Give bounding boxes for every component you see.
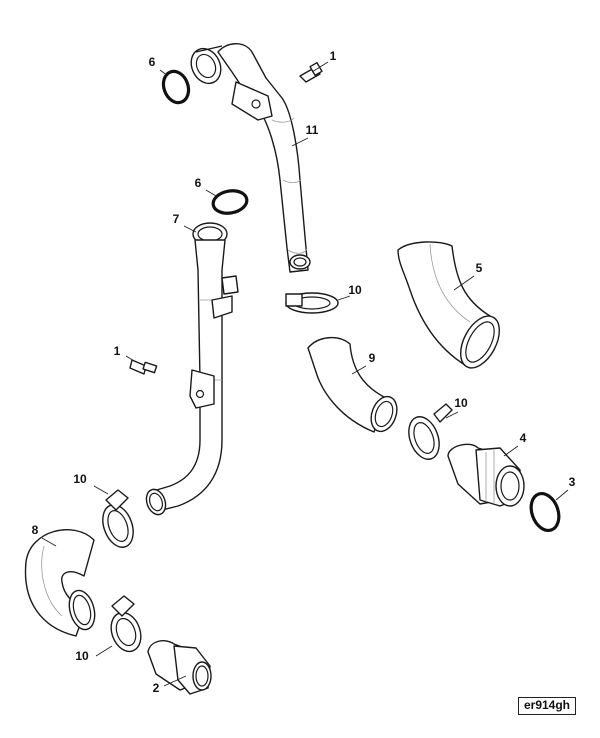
clamp-part-10-upper <box>285 292 339 314</box>
callout-2: 2 <box>153 681 160 695</box>
pipe-part-11 <box>190 43 311 273</box>
clamp-part-10-left-lower <box>110 595 142 653</box>
callout-7: 7 <box>173 212 180 226</box>
callout-1: 1 <box>114 344 121 358</box>
fitting-part-4 <box>447 443 525 507</box>
callout-11: 11 <box>306 123 319 137</box>
hose-part-8 <box>24 528 96 637</box>
callout-10: 10 <box>348 283 362 297</box>
callout-1: 1 <box>330 49 337 63</box>
callout-8: 8 <box>32 523 39 537</box>
leader-lines <box>41 61 569 687</box>
callout-10: 10 <box>73 472 87 486</box>
callout-6: 6 <box>149 55 156 69</box>
clamp-part-10-left-upper <box>102 489 134 548</box>
bolt-part-1-upper <box>299 61 323 83</box>
clamp-part-10-right <box>408 403 453 460</box>
callout-9: 9 <box>369 351 376 365</box>
hose-part-5 <box>397 241 500 369</box>
callout-10: 10 <box>454 396 468 410</box>
callout-10: 10 <box>75 649 89 663</box>
callout-4: 4 <box>520 431 527 445</box>
pipe-part-7 <box>145 222 239 516</box>
bolt-part-1-lower <box>129 359 158 375</box>
fitting-part-2 <box>147 640 212 695</box>
o-ring-part-3 <box>529 492 561 532</box>
callout-6: 6 <box>195 176 202 190</box>
reference-code-label: er914gh <box>518 697 576 715</box>
o-ring-part-6-middle <box>211 189 249 215</box>
callout-3: 3 <box>569 475 576 489</box>
callout-5: 5 <box>476 261 483 275</box>
o-ring-part-6-upper <box>161 69 191 105</box>
hose-part-9 <box>307 337 398 433</box>
